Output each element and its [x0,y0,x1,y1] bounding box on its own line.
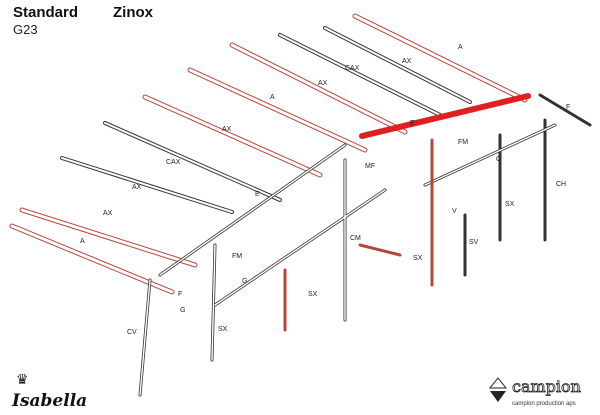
part-label: FM [232,253,242,260]
part-label: AX [318,80,328,87]
part-label: SX [505,201,515,208]
isabella-logo: ♛ Isabella [11,371,87,411]
frame-structure [138,93,592,397]
part-label: SX [413,255,423,262]
part-label: CAX [345,65,360,72]
part-label: F [566,104,570,111]
part-label: G [180,307,185,314]
part-label: CAX [166,159,181,166]
part-label: A [270,94,275,101]
part-label: E [410,120,415,127]
part-label: AX [222,126,232,133]
part-label: campion production aps [512,401,576,407]
model-title: Standard [13,4,79,21]
part-label: AX [402,58,412,65]
part-label: AX [132,184,142,191]
part-label: FM [458,139,468,146]
part-label: E [255,191,260,198]
part-labels: A AX CAX AX A AX CAX AX AX A E FM F G MF… [80,44,570,336]
material-title: Zinox [113,4,153,21]
part-label: G [242,278,247,285]
part-label: CM [350,235,361,242]
campion-logo: campion campion production aps [488,377,581,407]
part-label: A [80,238,85,245]
ridge-highlight [359,93,531,139]
part-label: Isabella [11,391,87,411]
part-label: SX [308,291,318,298]
part-label: AX [103,210,113,217]
part-label: SV [469,239,479,246]
part-label: F [178,291,182,298]
part-label: SX [218,326,228,333]
part-label: CV [127,329,137,336]
part-label: V [452,208,457,215]
model-code: G23 [13,22,38,37]
part-label: MF [365,163,375,170]
part-label: CH [556,181,566,188]
roof-poles [9,13,528,295]
part-label: A [458,44,463,51]
part-label: campion [512,377,581,396]
part-label: G [496,156,501,163]
crown-icon: ♛ [16,371,29,387]
